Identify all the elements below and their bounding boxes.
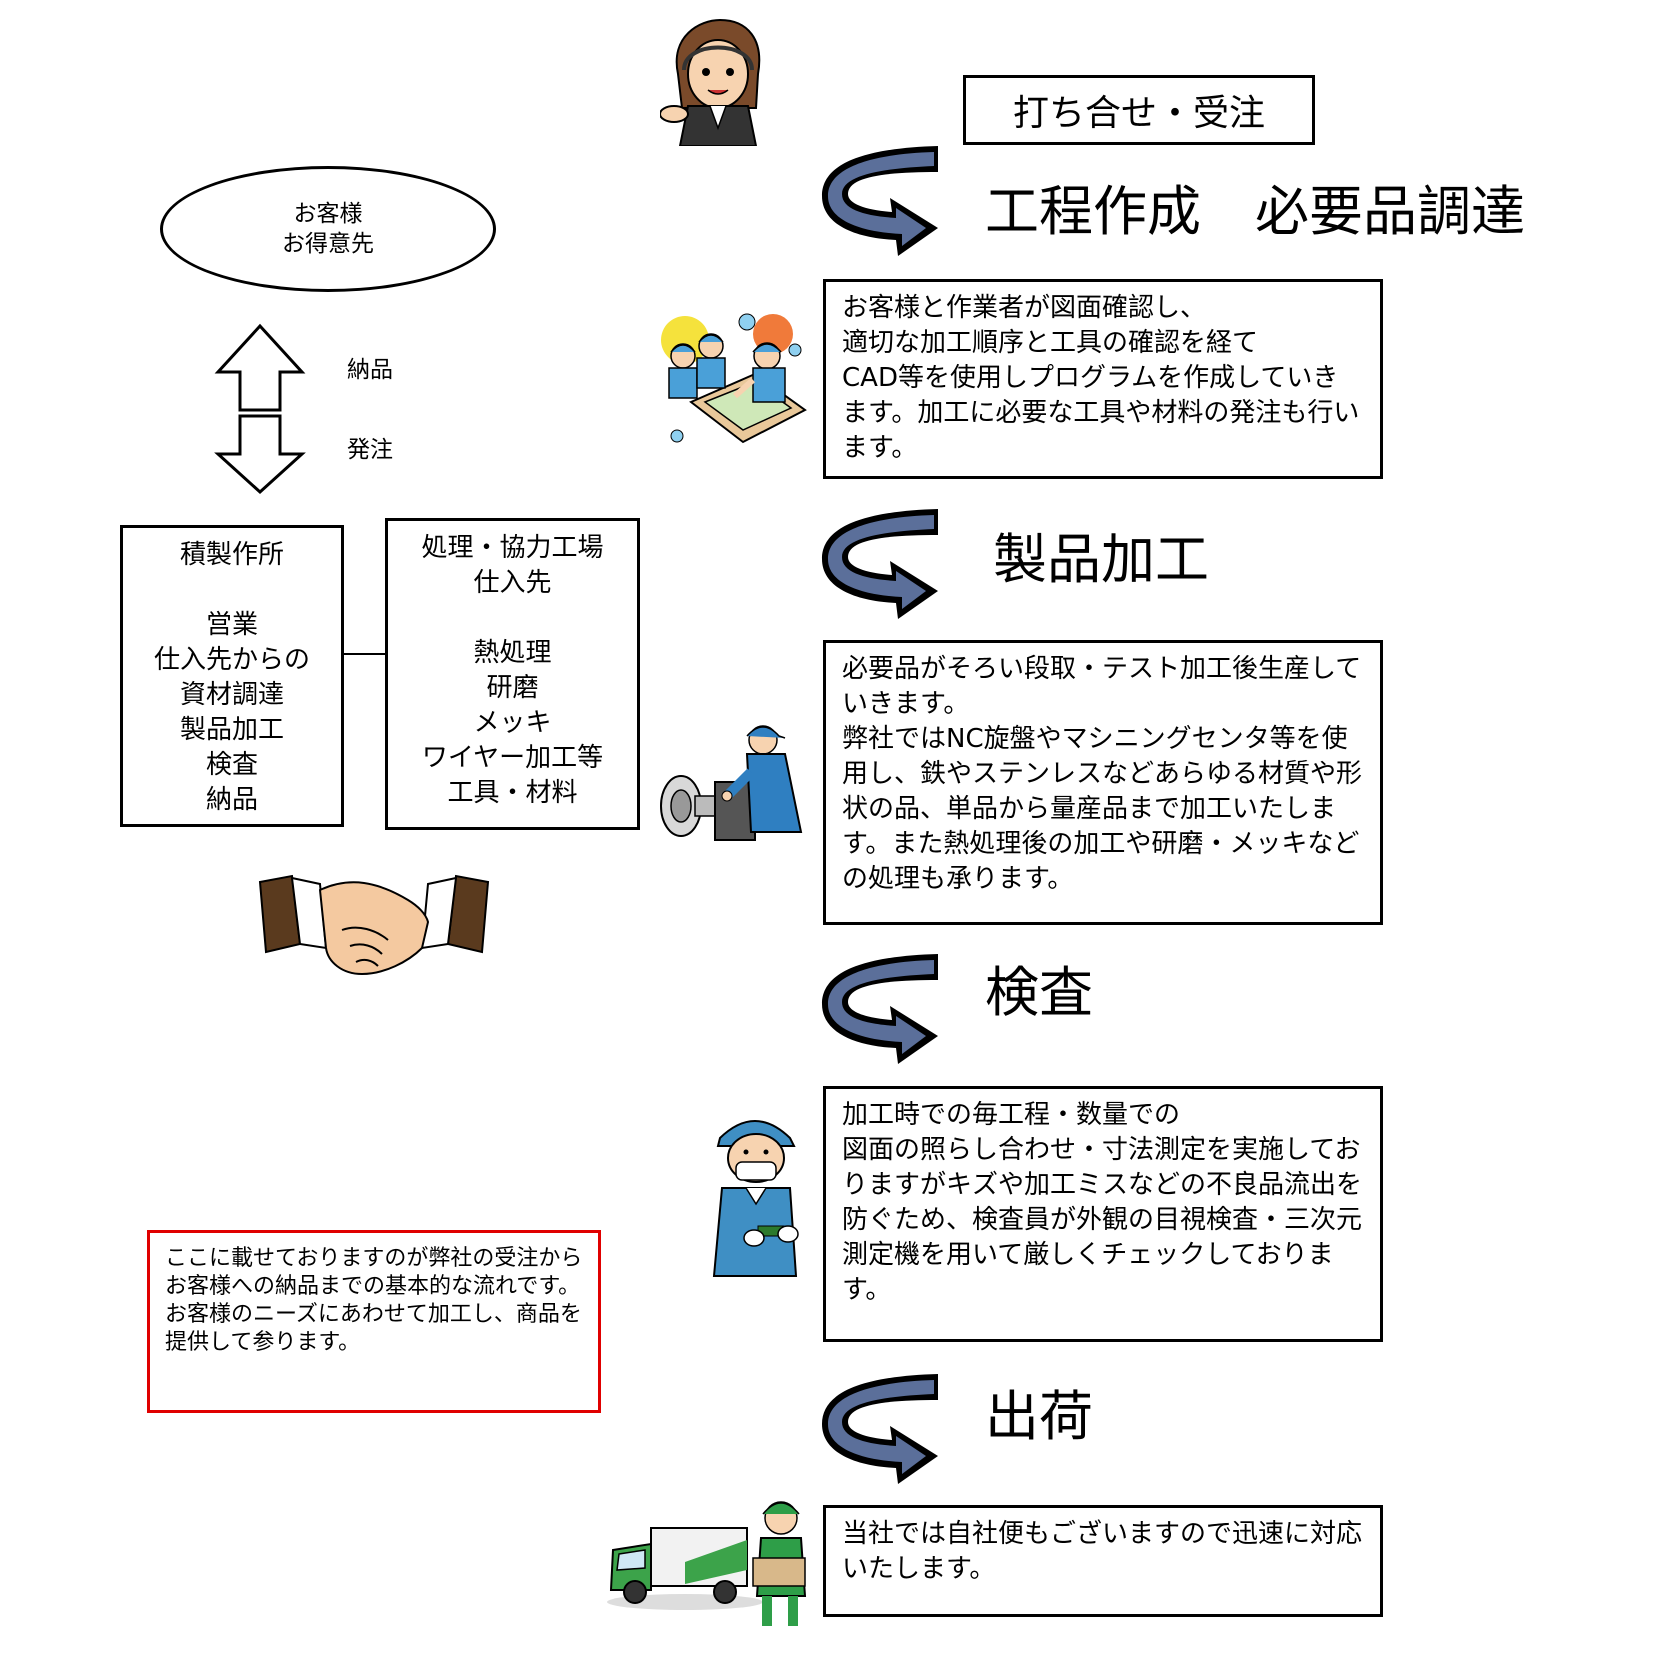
curved-arrow-icon: [822, 954, 938, 1064]
curved-arrow-icon: [822, 509, 938, 619]
step-description-planning: お客様と作業者が図面確認し、 適切な加工順序と工具の確認を経て CAD等を使用し…: [823, 279, 1383, 479]
inspector-icon: [712, 1120, 799, 1277]
drawing-review-team-icon: [661, 313, 807, 444]
partner-box: 処理・協力工場 仕入先 熱処理 研磨 メッキ ワイヤー加工等 工具・材料: [385, 518, 640, 830]
order-label: 発注: [347, 437, 393, 463]
operator-headset-icon: [660, 18, 761, 146]
step-description-inspection: 加工時での毎工程・数量での 図面の照らし合わせ・寸法測定を実施しておりますがキズ…: [823, 1086, 1383, 1342]
delivery-truck-icon: [607, 1501, 807, 1626]
step-heading-planning: 工程作成 必要品調達: [985, 180, 1525, 243]
step-heading-machining: 製品加工: [993, 528, 1209, 591]
order-step-box: 打ち合せ・受注: [963, 75, 1315, 145]
delivery-label: 納品: [347, 357, 393, 383]
customer-sublabel: お得意先: [282, 231, 374, 257]
note-box: ここに載せておりますのが弊社の受注からお客様への納品までの基本的な流れです。 お…: [147, 1230, 601, 1413]
connector-line: [344, 653, 385, 655]
customer-node: お客様 お得意先: [160, 166, 496, 292]
curved-arrow-icon: [822, 146, 938, 256]
company-box: 積製作所 営業 仕入先からの 資材調達 製品加工 検査 納品: [120, 525, 344, 827]
step-description-machining: 必要品がそろい段取・テスト加工後生産していきます。 弊社ではNC旋盤やマシニング…: [823, 640, 1383, 925]
step-description-shipping: 当社では自社便もございますので迅速に対応いたします。: [823, 1505, 1383, 1617]
double-arrow-icon: [214, 323, 306, 495]
step-heading-inspection: 検査: [985, 961, 1093, 1024]
lathe-worker-icon: [660, 725, 803, 841]
curved-arrow-icon: [822, 1374, 938, 1484]
customer-label: お客様: [293, 201, 363, 227]
step-heading-shipping: 出荷: [985, 1385, 1093, 1448]
handshake-icon: [258, 874, 490, 976]
